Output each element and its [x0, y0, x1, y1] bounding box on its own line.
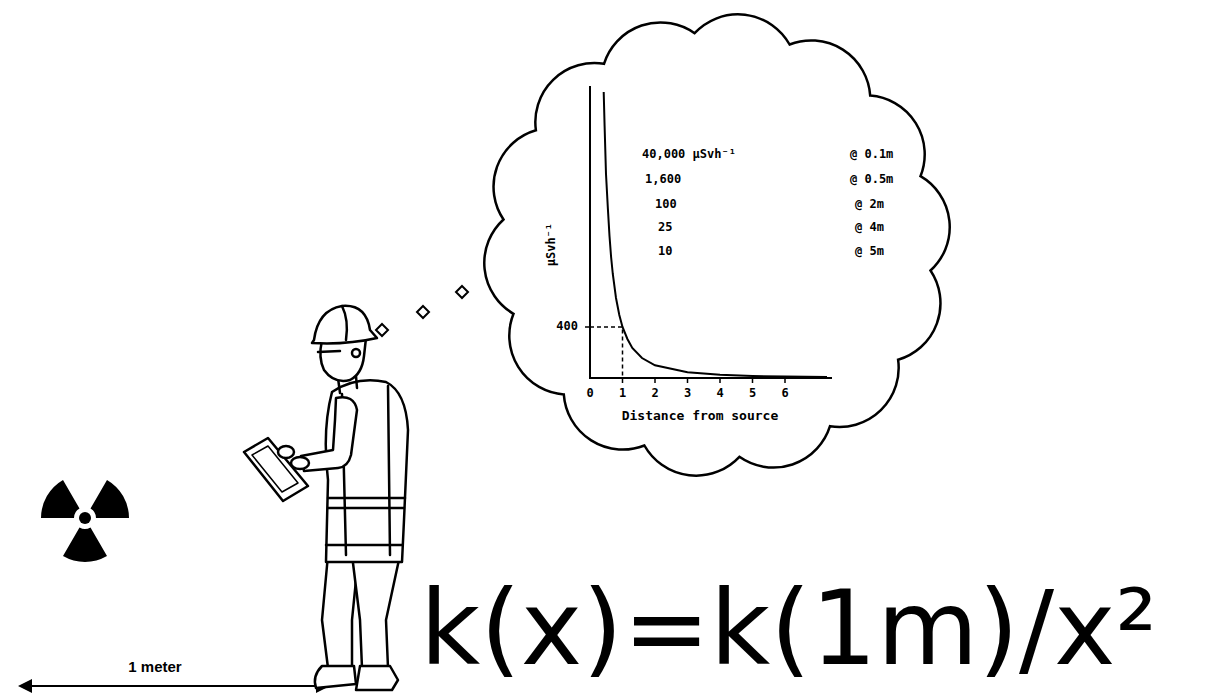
tick-label: 4 [716, 387, 723, 400]
radiation-trefoil [41, 480, 129, 562]
table-distance: @ 4m [855, 221, 884, 234]
distance-arrow [18, 679, 330, 693]
formula: k(x)=k(1m)/x² [420, 571, 1157, 685]
table-value: 25 [658, 221, 672, 234]
tick-label: 3 [684, 387, 691, 400]
tick-label: 5 [749, 387, 756, 400]
trefoil-blade [41, 480, 80, 518]
axis-label: μSvh⁻¹ [545, 223, 558, 266]
distance-label: 1 meter [128, 659, 181, 676]
table-value: 100 [655, 198, 677, 211]
tick-label: 1 [619, 387, 626, 400]
trefoil-center [79, 512, 91, 524]
dose-graph [585, 86, 832, 383]
table-distance: @ 2m [855, 198, 884, 211]
tick-label: 6 [781, 387, 788, 400]
trefoil-blade [63, 528, 107, 562]
worker-figure [244, 306, 408, 690]
table-distance: @ 5m [855, 245, 884, 258]
tick-label: 0 [586, 387, 593, 400]
trefoil-blade [91, 480, 130, 518]
table-value: 10 [658, 245, 672, 258]
thought-dots [376, 286, 468, 336]
table-distance: @ 0.1m [850, 148, 893, 161]
axis-label: Distance from source [622, 409, 779, 423]
table-value: 40,000 μSvh⁻¹ [642, 148, 736, 161]
cloud-outline-path [484, 14, 949, 475]
tick-label: 2 [651, 387, 658, 400]
table-value: 1,600 [645, 173, 681, 186]
tick-label: 400 [556, 320, 578, 333]
table-distance: @ 0.5m [850, 173, 893, 186]
thought-cloud: 40,000 μSvh⁻¹@ 0.1m1,600@ 0.5m100@ 2m25@… [470, 5, 965, 495]
